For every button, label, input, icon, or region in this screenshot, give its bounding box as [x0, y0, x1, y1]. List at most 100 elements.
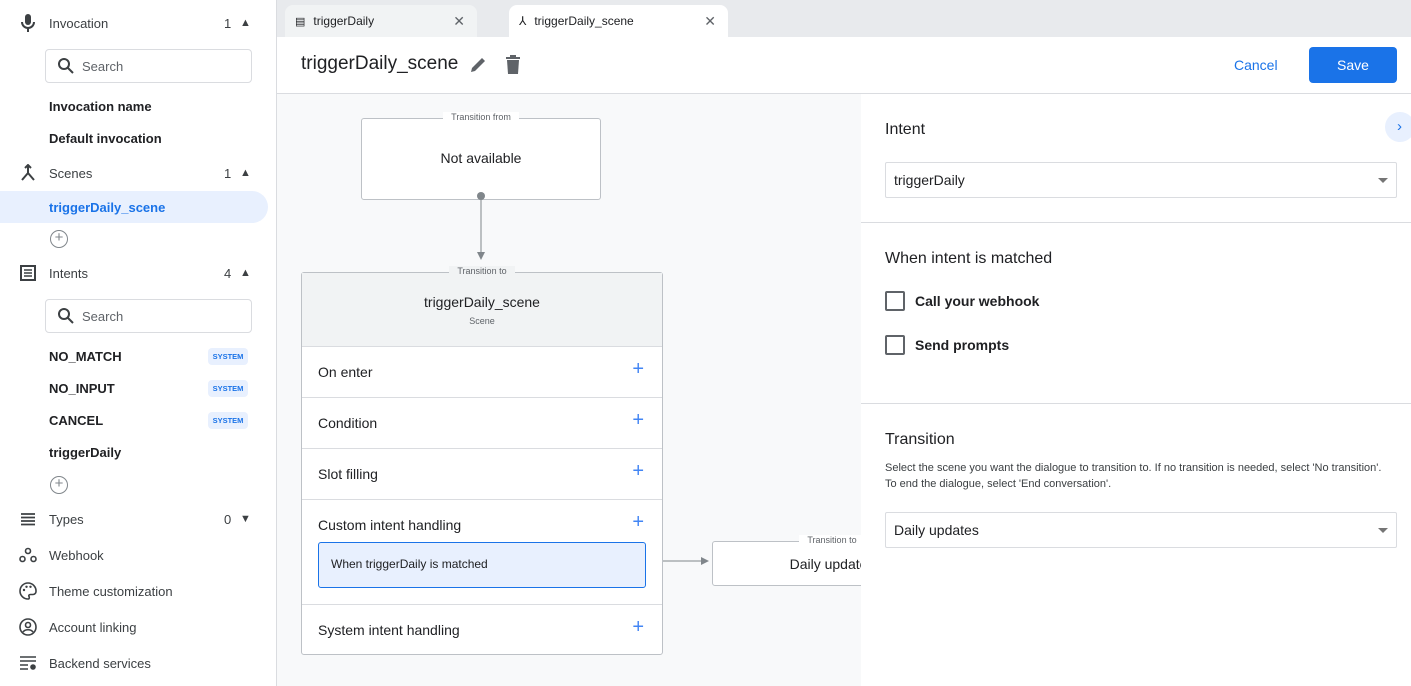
page-title: triggerDaily_scene [301, 53, 459, 74]
transition-description: Select the scene you want the dialogue t… [885, 462, 1382, 490]
row-system-intent-handling: System intent handling + [302, 604, 662, 655]
scene-label: triggerDaily_scene [49, 200, 166, 215]
delete-trash-icon[interactable] [505, 55, 521, 74]
send-prompts-checkbox[interactable] [885, 335, 905, 355]
intent-handler-item[interactable]: When triggerDaily is matched [318, 542, 646, 588]
sidebar: Invocation 1 ▲ Search Invocation name De… [0, 0, 277, 686]
row-slot-filling: Slot filling + [302, 448, 662, 499]
add-plus-icon[interactable]: + [632, 460, 644, 482]
row-label: System intent handling [318, 622, 460, 638]
sidebar-item-default-invocation[interactable]: Default invocation [49, 131, 162, 146]
edit-pencil-icon[interactable] [470, 56, 487, 73]
divider [861, 403, 1411, 404]
microphone-icon [18, 13, 38, 33]
backend-settings-icon [18, 653, 38, 673]
section-count: 4 [224, 265, 232, 281]
chevron-up-icon[interactable]: ▲ [240, 267, 251, 279]
sidebar-section-invocation[interactable]: Invocation 1 ▲ [0, 8, 276, 38]
section-label: Invocation [49, 15, 109, 31]
sidebar-item-no-input[interactable]: NO_INPUT [49, 381, 115, 396]
collapse-panel-chevron-icon[interactable]: › [1385, 112, 1411, 142]
intent-section-title: Intent [885, 121, 926, 138]
row-condition: Condition+ [302, 397, 662, 448]
add-scene-icon[interactable]: + [50, 230, 68, 248]
intent-details-panel: › Intent triggerDaily When intent is mat… [861, 94, 1411, 686]
intent-list-icon: ▤ [295, 15, 306, 28]
matched-section-title: When intent is matched [885, 250, 1053, 267]
sidebar-section-intents[interactable]: Intents 4 ▲ [0, 258, 276, 288]
save-button[interactable]: Save [1309, 47, 1397, 83]
scene-merge-icon [18, 163, 38, 183]
invocation-search-input[interactable]: Search [45, 49, 252, 83]
close-icon[interactable]: ✕ [453, 12, 465, 29]
scene-title: triggerDaily_scene [424, 294, 540, 310]
section-count: 1 [224, 165, 232, 181]
sidebar-section-scenes[interactable]: Scenes 1 ▲ [0, 158, 276, 188]
cancel-button[interactable]: Cancel [1234, 57, 1278, 73]
add-plus-icon[interactable]: + [632, 409, 644, 431]
system-badge: SYSTEM [208, 412, 248, 429]
transition-select[interactable]: Daily updates [885, 512, 1397, 548]
system-badge: SYSTEM [208, 348, 248, 365]
nav-label: Backend services [49, 655, 151, 671]
row-on-enter: On enter + [302, 346, 662, 397]
scene-node: triggerDaily_scene Scene Transition to O… [301, 266, 663, 655]
node-text: Daily updates [789, 556, 861, 572]
tab-triggerdaily-scene[interactable]: ⅄ triggerDaily_scene ✕ [509, 5, 728, 37]
add-plus-icon[interactable]: + [632, 616, 644, 638]
transition-section-title: Transition [885, 431, 955, 448]
sidebar-item-triggerdaily[interactable]: triggerDaily [49, 445, 122, 460]
nav-label: Theme customization [49, 583, 173, 599]
sidebar-item-account-linking[interactable]: Account linking [0, 612, 276, 642]
sidebar-item-cancel[interactable]: CANCEL [49, 413, 104, 428]
select-value: triggerDaily [894, 172, 965, 188]
call-webhook-checkbox[interactable] [885, 291, 905, 311]
transition-to-node[interactable]: Transition to Daily updates [712, 535, 861, 586]
palette-icon [18, 581, 38, 601]
chevron-up-icon[interactable]: ▲ [240, 17, 251, 29]
close-icon[interactable]: ✕ [704, 12, 716, 29]
tab-label: triggerDaily_scene [534, 14, 634, 28]
intent-select[interactable]: triggerDaily [885, 162, 1397, 198]
page-header: triggerDaily_scene Cancel Save [277, 37, 1411, 94]
intents-search-input[interactable]: Search [45, 299, 252, 333]
sidebar-item-backend-services[interactable]: Backend services [0, 648, 276, 678]
row-custom-intent-handling: Custom intent handling+ When triggerDail… [302, 499, 662, 604]
tab-label: triggerDaily [313, 14, 375, 28]
chevron-up-icon[interactable]: ▲ [240, 167, 251, 179]
search-placeholder: Search [82, 308, 124, 324]
section-label: Intents [49, 265, 89, 281]
divider [861, 222, 1411, 223]
tab-bar: ▤ triggerDaily ✕ ⅄ triggerDaily_scene ✕ [277, 0, 1411, 37]
section-label: Types [49, 511, 84, 527]
sidebar-item-no-match[interactable]: NO_MATCH [49, 349, 122, 364]
flow-canvas: Transition from Not available triggerDai… [277, 94, 861, 686]
row-label: On enter [318, 364, 373, 380]
intent-list-icon [18, 263, 38, 283]
webhook-icon [18, 545, 38, 565]
tab-triggerdaily[interactable]: ▤ triggerDaily ✕ [285, 5, 477, 37]
chevron-down-icon[interactable]: ▼ [240, 513, 251, 525]
sidebar-section-types[interactable]: Types 0 ▼ [0, 504, 276, 534]
sidebar-item-invocation-name[interactable]: Invocation name [49, 99, 152, 114]
section-count: 0 [224, 511, 232, 527]
transition-from-node[interactable]: Transition from Not available [361, 112, 601, 200]
row-label: Slot filling [318, 466, 378, 482]
system-badge: SYSTEM [208, 380, 248, 397]
select-value: Daily updates [894, 522, 979, 538]
sidebar-item-triggerdaily-scene[interactable]: triggerDaily_scene [0, 191, 268, 223]
scene-icon: ⅄ [519, 14, 527, 28]
add-plus-icon[interactable]: + [632, 511, 644, 533]
node-tag: Transition to [449, 266, 515, 276]
sidebar-item-theme-customization[interactable]: Theme customization [0, 576, 276, 606]
node-text: Not available [440, 150, 522, 166]
add-intent-icon[interactable]: + [50, 476, 68, 494]
scene-node-header[interactable]: triggerDaily_scene Scene [302, 273, 662, 346]
dropdown-arrow-icon [1378, 528, 1388, 533]
add-plus-icon[interactable]: + [632, 358, 644, 380]
checkbox-label: Send prompts [915, 337, 1010, 353]
search-icon [58, 58, 74, 74]
account-circle-icon [18, 617, 38, 637]
dropdown-arrow-icon [1378, 178, 1388, 183]
sidebar-item-webhook[interactable]: Webhook [0, 540, 276, 570]
